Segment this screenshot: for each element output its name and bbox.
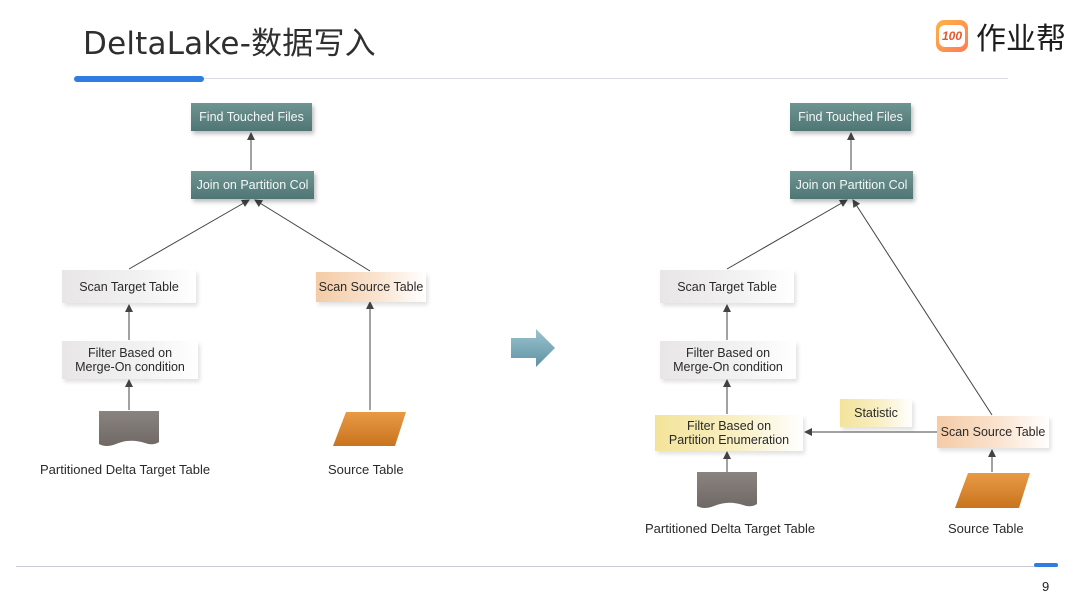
right-node-join-on-partition: Join on Partition Col bbox=[790, 171, 913, 199]
logo-text: 作业帮 bbox=[976, 22, 1066, 57]
transition-arrow-icon bbox=[511, 329, 555, 367]
footer-accent-bar bbox=[1034, 563, 1058, 567]
title-divider bbox=[74, 78, 1008, 79]
right-caption-source-table: Source Table bbox=[948, 521, 1024, 536]
logo-badge-icon: 100 bbox=[936, 20, 968, 52]
brand-logo: 100 作业帮 bbox=[936, 18, 1066, 57]
right-caption-target-table: Partitioned Delta Target Table bbox=[645, 521, 816, 536]
edge-right-scansource-to-join bbox=[852, 199, 993, 416]
left-node-find-touched-files: Find Touched Files bbox=[191, 103, 312, 131]
title-accent-bar bbox=[74, 76, 204, 82]
right-node-find-touched-files: Find Touched Files bbox=[790, 103, 911, 131]
left-caption-source-table: Source Table bbox=[328, 462, 404, 477]
right-target-table-shape bbox=[697, 472, 757, 508]
edge-left-scansource-to-join bbox=[254, 199, 371, 272]
right-node-filter-merge-on: Filter Based on Merge-On condition bbox=[660, 341, 796, 379]
slide-title: DeltaLake-数据写入 bbox=[83, 26, 376, 62]
logo-badge-text: 100 bbox=[939, 25, 965, 47]
right-node-filter-partition-enum: Filter Based on Partition Enumeration bbox=[655, 415, 803, 451]
left-node-filter-merge-on: Filter Based on Merge-On condition bbox=[62, 341, 198, 379]
right-source-table-shape bbox=[955, 473, 1030, 508]
edge-left-scantarget-to-join bbox=[128, 199, 250, 270]
left-caption-target-table: Partitioned Delta Target Table bbox=[40, 462, 211, 477]
left-node-scan-target-table: Scan Target Table bbox=[62, 270, 196, 303]
right-node-statistic: Statistic bbox=[840, 399, 912, 427]
right-node-scan-target-table: Scan Target Table bbox=[660, 270, 794, 303]
left-node-join-on-partition: Join on Partition Col bbox=[191, 171, 314, 199]
edge-right-scantarget-to-join bbox=[726, 199, 848, 270]
right-node-scan-source-table: Scan Source Table bbox=[937, 416, 1049, 448]
left-source-table-shape bbox=[333, 412, 406, 446]
left-target-table-shape bbox=[99, 411, 159, 446]
footer-divider bbox=[16, 566, 1058, 567]
left-node-scan-source-table: Scan Source Table bbox=[316, 272, 426, 302]
page-number: 9 bbox=[1042, 579, 1050, 594]
